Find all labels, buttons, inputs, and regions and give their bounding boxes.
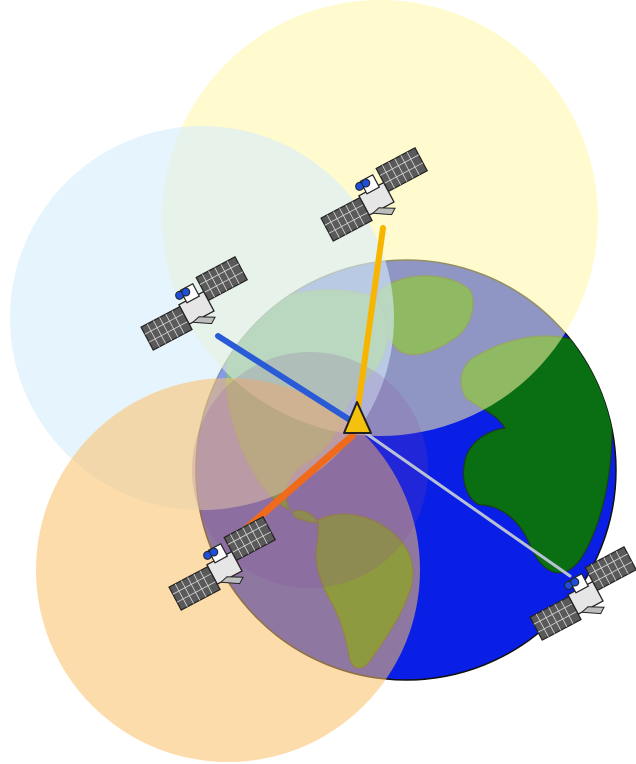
ray-gray	[362, 430, 572, 578]
receiver-triangle-icon	[343, 401, 372, 434]
receiver	[343, 401, 372, 434]
ray-yellow	[355, 225, 386, 411]
ray-blue	[215, 333, 353, 423]
